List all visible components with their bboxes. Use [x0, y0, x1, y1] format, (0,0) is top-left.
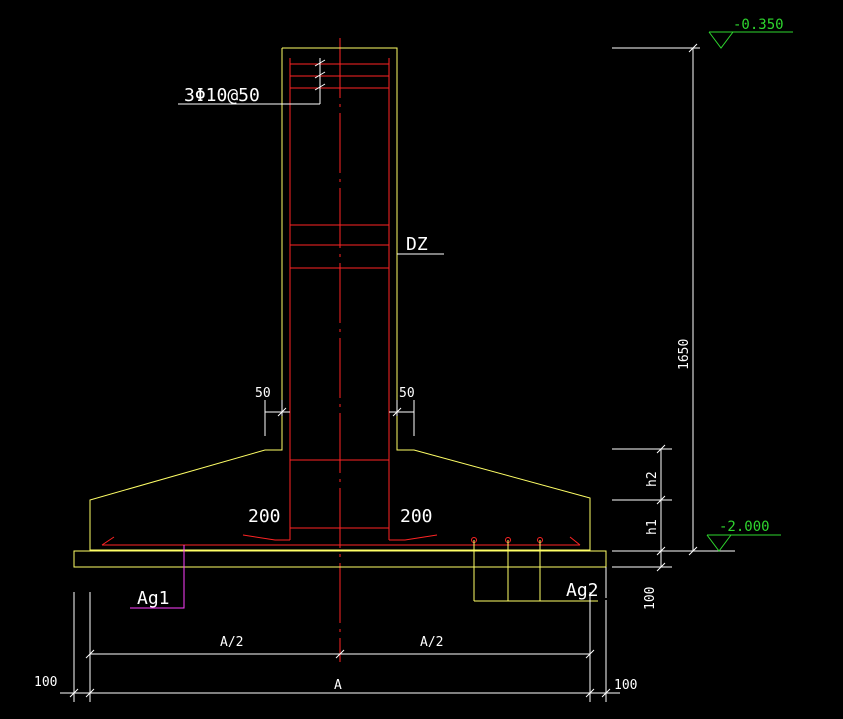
ag1-label: Ag1: [137, 588, 170, 609]
cover-left-label: 50: [255, 386, 271, 401]
cover-right-label: 50: [399, 386, 415, 401]
level-bottom-label: -2.000: [719, 519, 770, 535]
cushion-slab: [73, 550, 607, 568]
height-total-label: 1650: [677, 339, 692, 370]
level-top-label: -0.350: [733, 17, 784, 33]
ag1-leader: [130, 545, 185, 609]
h2-label: h2: [645, 471, 660, 487]
anchor-right-label: 200: [400, 506, 433, 527]
cushion-label: 100: [643, 587, 658, 610]
width-dims: [60, 592, 620, 702]
half-left-label: A/2: [220, 635, 243, 650]
height-dims: [605, 43, 735, 598]
half-right-label: A/2: [420, 635, 443, 650]
concrete-outline: [89, 47, 591, 551]
ag2-label: Ag2: [566, 580, 599, 601]
cover-dims: [264, 400, 415, 436]
stirrup-leader: [178, 58, 326, 105]
h1-label: h1: [645, 519, 660, 535]
ag2-leader: [473, 540, 598, 602]
column-label: DZ: [406, 234, 428, 255]
side-left-label: 100: [34, 675, 57, 690]
column-rebar: [242, 58, 438, 541]
anchor-left-label: 200: [248, 506, 281, 527]
level-bottom-symbol: [706, 534, 781, 552]
level-top-symbol: [708, 31, 793, 49]
side-right-label: 100: [614, 678, 637, 693]
width-label: A: [334, 678, 342, 693]
stirrup-spec-label: 3Φ10@50: [184, 85, 260, 106]
